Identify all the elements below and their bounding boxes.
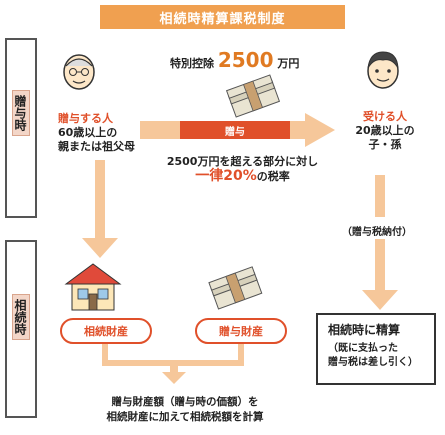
receiver-title: 受ける人: [363, 110, 407, 123]
tax-condition: 2500万円を超える部分に対し: [166, 155, 319, 168]
adult-person-icon: [364, 48, 402, 92]
deduction-prefix: 特別控除: [170, 57, 214, 70]
sum-connector: [100, 344, 250, 388]
diagram-title: 相続時精算課税制度: [100, 5, 345, 29]
elderly-person-icon: [60, 50, 98, 94]
settlement-note-line2: 贈与税は差し引く）: [328, 357, 418, 368]
settlement-note-line1: （既に支払った: [328, 343, 398, 354]
giver-relation: 親または祖父母: [58, 140, 135, 153]
tax-rate-suffix: の税率: [256, 170, 290, 183]
money-stack-icon: [222, 74, 284, 122]
inheritance-phase-label: 相続時: [12, 294, 30, 340]
tax-rate: 一律20%: [195, 168, 257, 184]
inheritance-phase-box: 相続時: [5, 240, 37, 418]
giver-age: 60歳以上の: [58, 126, 118, 139]
deduction-unit: 万円: [277, 57, 300, 70]
giver-down-arrow: [80, 160, 120, 264]
gifted-assets-pill: 贈与財産: [195, 318, 287, 344]
gift-phase-box: 贈与時: [5, 38, 37, 218]
money-stack-icon-2: [204, 264, 266, 314]
inherited-assets-pill: 相続財産: [60, 318, 152, 344]
giver-description: 贈与する人 60歳以上の 親または祖父母: [58, 112, 135, 154]
calculation-description: 贈与財産額（贈与時の価額）を 相続財産に加えて相続税額を計算: [60, 395, 310, 425]
calculation-line1: 贈与財産額（贈与時の価額）を: [111, 396, 259, 408]
receiver-relation: 子・孫: [368, 138, 402, 151]
gift-arrow-label: 贈与: [225, 126, 245, 138]
house-icon: [64, 262, 122, 316]
giver-title: 贈与する人: [58, 112, 113, 125]
receiver-age: 20歳以上の: [355, 124, 415, 137]
gift-arrow: 贈与: [140, 113, 340, 151]
gift-tax-paid-label: （贈与税納付）: [342, 227, 412, 238]
settlement-title: 相続時に精算: [328, 323, 401, 337]
deduction-amount: 2500: [217, 48, 274, 72]
settlement-box: 相続時に精算 （既に支払った 贈与税は差し引く）: [316, 313, 436, 385]
gift-phase-label: 贈与時: [12, 90, 30, 136]
receiver-description: 受ける人 20歳以上の 子・孫: [345, 110, 425, 152]
special-deduction-label: 特別控除 2500 万円: [170, 48, 299, 72]
settlement-note: （既に支払った 贈与税は差し引く）: [328, 342, 424, 370]
tax-rate-description: 2500万円を超える部分に対し 一律20%の税率: [150, 154, 335, 184]
receiver-down-arrow: [360, 175, 400, 319]
calculation-line2: 相続財産に加えて相続税額を計算: [106, 411, 264, 423]
